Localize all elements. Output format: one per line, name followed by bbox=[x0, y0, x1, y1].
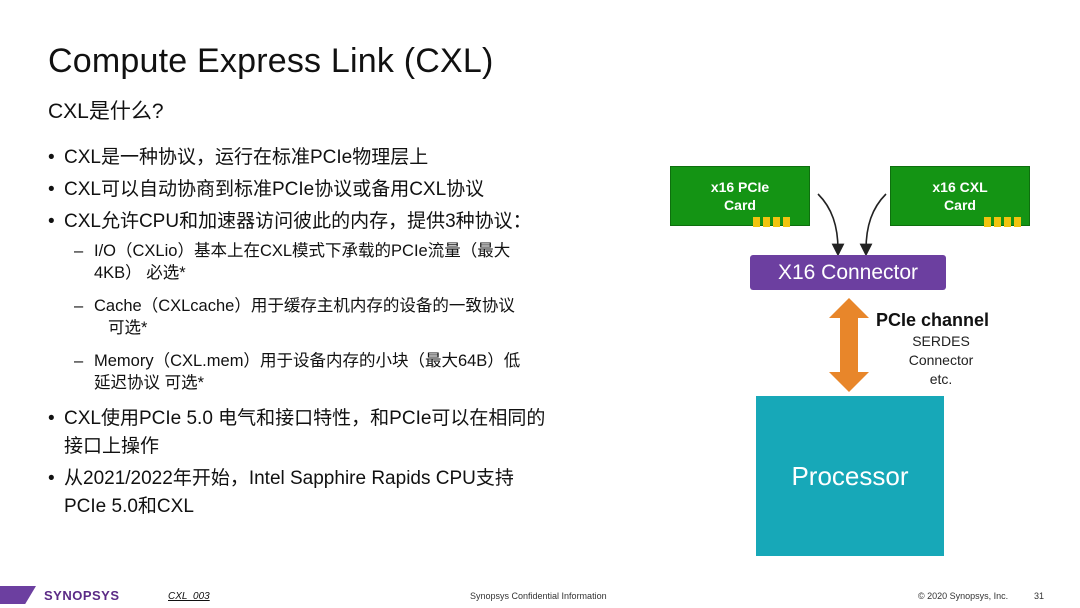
bullet-line: CXL使用PCIe 5.0 电气和接口特性，和PCIe可以在相同的 bbox=[64, 408, 546, 429]
sub-bullet-bold: Memory（CXL.mem） bbox=[94, 352, 260, 370]
curved-arrow-icon bbox=[859, 193, 887, 257]
bullet-item: 从2021/2022年开始，Intel Sapphire Rapids CPU支… bbox=[48, 465, 648, 521]
brand-logo: SYNOPSYS bbox=[44, 588, 120, 603]
card-label: Card bbox=[944, 197, 976, 213]
channel-line: etc. bbox=[929, 371, 953, 387]
bullet-line: 接口上操作 bbox=[64, 436, 160, 457]
processor-block: Processor bbox=[756, 396, 944, 556]
bullet-item: CXL是一种协议，运行在标准PCIe物理层上 bbox=[48, 144, 648, 172]
dash-icon: – bbox=[74, 297, 84, 315]
confidential-label: Synopsys Confidential Information bbox=[470, 591, 607, 601]
sub-bullet-text: 基本上在CXL模式下承载的PCIe流量（最大 bbox=[193, 242, 511, 260]
card-label: x16 CXL bbox=[932, 179, 988, 195]
dash-icon: – bbox=[74, 242, 84, 260]
card-pins bbox=[753, 217, 790, 227]
bullet-line: PCIe 5.0和CXL bbox=[64, 496, 194, 517]
card-label: x16 PCIe bbox=[710, 179, 770, 195]
sub-bullet-text: 用于缓存主机内存的设备的一致协议 bbox=[250, 297, 515, 315]
copyright: © 2020 Synopsys, Inc. bbox=[918, 591, 1009, 601]
sub-bullet-bold: I/O（CXLio） bbox=[94, 242, 194, 260]
dash-icon: – bbox=[74, 352, 84, 370]
bullet-item: CXL可以自动协商到标准PCIe协议或备用CXL协议 bbox=[48, 176, 648, 204]
channel-line: SERDES bbox=[912, 333, 970, 349]
bullet-list: CXL是一种协议，运行在标准PCIe物理层上 CXL可以自动协商到标准PCIe协… bbox=[48, 144, 648, 525]
sub-bullet-cont: 4KB） 必选* bbox=[94, 264, 186, 282]
page-number: 31 bbox=[1034, 591, 1045, 601]
footer: SYNOPSYS CXL_003 Synopsys Confidential I… bbox=[0, 585, 1080, 608]
slide-title: Compute Express Link (CXL) bbox=[48, 42, 494, 80]
slide-subtitle: CXL是什么? bbox=[48, 100, 164, 123]
sub-bullet-item: – I/O（CXLio）基本上在CXL模式下承载的PCIe流量（最大 4KB） … bbox=[48, 240, 648, 284]
sub-bullet-item: – Memory（CXL.mem）用于设备内存的小块（最大64B）低 延迟协议 … bbox=[48, 350, 648, 394]
cxl-card: x16 CXL Card bbox=[890, 166, 1030, 226]
card-pins bbox=[984, 217, 1021, 227]
synopsys-logo-mark-icon bbox=[0, 586, 36, 604]
curved-arrow-icon bbox=[817, 193, 845, 257]
sub-bullet-item: – Cache（CXLcache）用于缓存主机内存的设备的一致协议 可选* bbox=[48, 295, 648, 339]
bullet-item: CXL使用PCIe 5.0 电气和接口特性，和PCIe可以在相同的 接口上操作 bbox=[48, 405, 648, 461]
card-label: Card bbox=[724, 197, 756, 213]
sub-bullet-cont: 延迟协议 可选* bbox=[94, 374, 205, 392]
double-arrow-icon bbox=[829, 298, 869, 392]
sub-bullet-cont: 可选* bbox=[108, 319, 148, 337]
sub-bullet-text: 用于设备内存的小块（最大64B）低 bbox=[259, 352, 521, 370]
x16-connector: X16 Connector bbox=[750, 255, 946, 290]
channel-title: PCIe channel bbox=[876, 310, 990, 330]
channel-line: Connector bbox=[908, 352, 974, 368]
sub-bullet-bold: Cache（CXLcache） bbox=[94, 297, 251, 315]
diagram-arrows bbox=[817, 193, 887, 392]
slide-code: CXL_003 bbox=[168, 591, 210, 602]
bullet-line: 从2021/2022年开始，Intel Sapphire Rapids CPU支… bbox=[64, 468, 514, 489]
bullet-item: CXL允许CPU和加速器访问彼此的内存，提供3种协议： bbox=[48, 208, 648, 236]
